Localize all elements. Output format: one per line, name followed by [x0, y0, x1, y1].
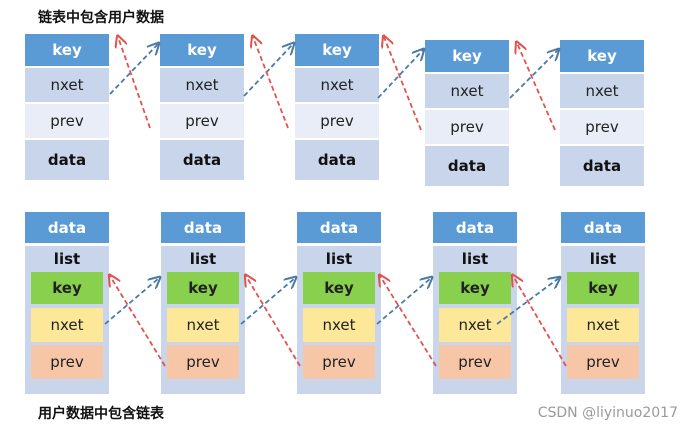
- inner-key: key: [167, 272, 239, 304]
- next-arrow: [104, 278, 159, 325]
- node-prev: prev: [160, 104, 244, 138]
- inner-key: key: [439, 272, 511, 304]
- prev-arrow: [118, 37, 151, 129]
- node-nxet: nxet: [425, 74, 509, 108]
- inner-key: key: [303, 272, 375, 304]
- node-key: key: [295, 34, 379, 66]
- node-data: data: [160, 140, 244, 180]
- node-data-header: data: [297, 212, 381, 243]
- node-nxet: nxet: [25, 68, 109, 102]
- prev-arrow: [513, 276, 567, 367]
- inner-prev: prev: [167, 345, 239, 379]
- prev-arrow: [253, 37, 289, 129]
- node-key: key: [160, 34, 244, 66]
- node-list-label: list: [325, 250, 353, 268]
- inner-nxet: nxet: [31, 308, 103, 342]
- bottom-title: 用户数据中包含链表: [38, 406, 164, 422]
- next-arrow: [109, 44, 158, 95]
- node-data: data: [560, 146, 644, 186]
- inner-prev: prev: [303, 345, 375, 379]
- node-prev: prev: [25, 104, 109, 138]
- next-arrow: [243, 44, 293, 97]
- next-arrow: [376, 278, 431, 325]
- inner-nxet: nxet: [167, 308, 239, 342]
- inner-prev: prev: [567, 345, 639, 379]
- node-key: key: [25, 34, 109, 66]
- node-nxet: nxet: [160, 68, 244, 102]
- prev-arrow: [384, 37, 422, 131]
- node-data-header: data: [433, 212, 517, 243]
- node-key: key: [425, 40, 509, 72]
- node-list-label: list: [189, 250, 217, 268]
- node-nxet: nxet: [295, 68, 379, 102]
- top-title: 链表中包含用户数据: [38, 10, 164, 26]
- inner-prev: prev: [439, 345, 511, 379]
- inner-key: key: [31, 272, 103, 304]
- prev-arrow: [380, 276, 437, 367]
- inner-nxet: nxet: [439, 308, 511, 342]
- node-data: data: [25, 140, 109, 180]
- inner-prev: prev: [31, 345, 103, 379]
- node-list-label: list: [589, 250, 617, 268]
- watermark: CSDN @liyinuo2017: [537, 405, 678, 421]
- next-arrow: [240, 278, 295, 325]
- node-data-header: data: [161, 212, 245, 243]
- next-arrow: [509, 50, 558, 99]
- node-key: key: [560, 40, 644, 72]
- prev-arrow: [110, 276, 166, 367]
- node-prev: prev: [425, 110, 509, 144]
- inner-key: key: [567, 272, 639, 304]
- node-data-header: data: [561, 212, 645, 243]
- node-prev: prev: [295, 104, 379, 138]
- node-list-label: list: [461, 250, 489, 268]
- inner-nxet: nxet: [303, 308, 375, 342]
- inner-nxet: nxet: [567, 308, 639, 342]
- node-prev: prev: [560, 110, 644, 144]
- next-arrow: [496, 278, 559, 325]
- node-data: data: [295, 140, 379, 180]
- node-data-header: data: [25, 212, 109, 243]
- node-list-label: list: [53, 250, 81, 268]
- prev-arrow: [246, 276, 301, 367]
- node-data: data: [425, 146, 509, 186]
- node-nxet: nxet: [560, 74, 644, 108]
- next-arrow: [377, 50, 423, 99]
